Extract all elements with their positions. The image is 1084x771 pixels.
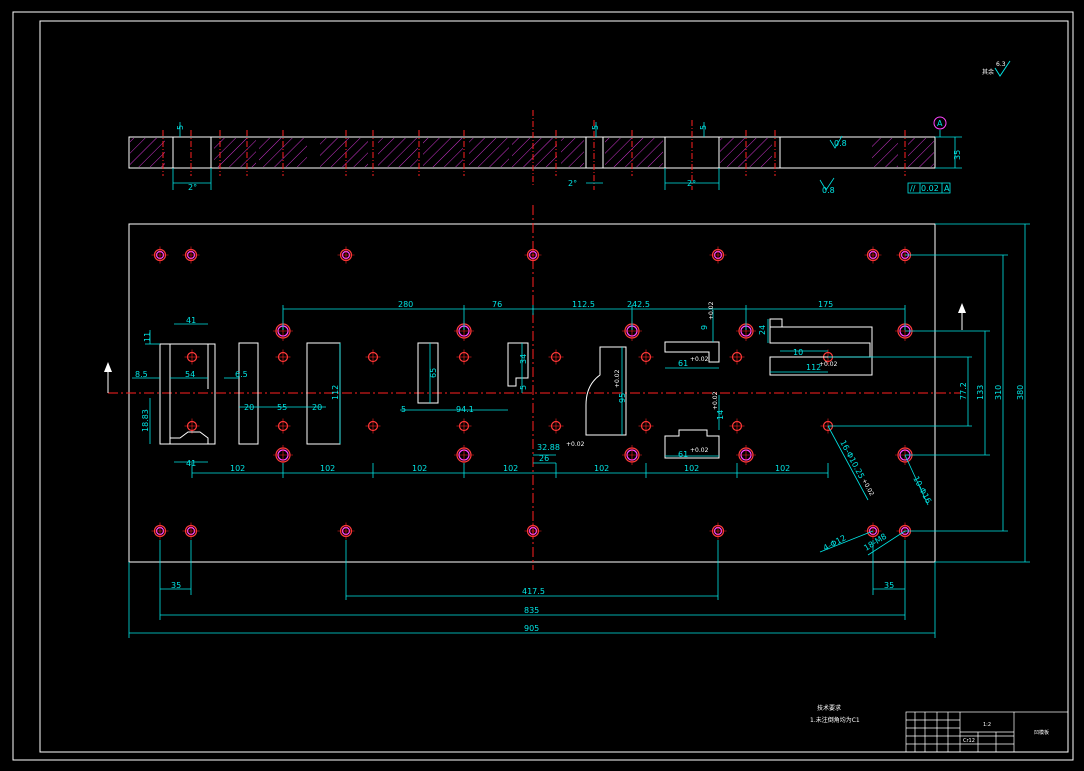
dim-835: 835 bbox=[524, 606, 539, 615]
tech-notes-title: 技术要求 bbox=[817, 704, 841, 712]
dim-2deg-a: 2° bbox=[188, 183, 197, 192]
dim-pitch-5: 102 bbox=[594, 464, 609, 473]
dim-pitch-3: 102 bbox=[412, 464, 427, 473]
title-block bbox=[905, 711, 1069, 753]
section-view: A 2° 2° 2° 5 5 5 35 // 0.02 A 0.8 0.8 bbox=[128, 110, 962, 195]
corner-finish-value: 6.3 bbox=[996, 61, 1006, 68]
surface-finish-top: 0.8 bbox=[834, 139, 847, 148]
parallel-symbol: // bbox=[910, 184, 916, 193]
dim-pitch-4: 102 bbox=[503, 464, 518, 473]
dim-5a: 5 bbox=[176, 125, 185, 130]
dim-94-1: 94.1 bbox=[456, 405, 474, 414]
dim-65: 65 bbox=[429, 368, 438, 378]
dim-14-tol: +0.02 bbox=[712, 391, 719, 410]
callout-4-holes: 4-Φ12 bbox=[822, 533, 848, 552]
inner-frame bbox=[39, 20, 1069, 753]
dim-11: 11 bbox=[143, 332, 152, 342]
dim-32-88: 32.88 bbox=[537, 443, 560, 452]
rest-finish-label: 其余 bbox=[982, 68, 994, 76]
dim-pitch-6: 102 bbox=[684, 464, 699, 473]
dim-35-left: 35 bbox=[171, 581, 181, 590]
dim-10: 10 bbox=[793, 348, 803, 357]
title-block-material: Cr12 bbox=[963, 738, 975, 744]
outer-frame bbox=[12, 11, 1074, 761]
dim-6-5: 6.5 bbox=[235, 370, 248, 379]
dim-905: 905 bbox=[524, 624, 539, 633]
dim-pitch-7: 102 bbox=[775, 464, 790, 473]
parallel-tolerance: 0.02 bbox=[921, 184, 939, 193]
dim-34: 34 bbox=[519, 354, 528, 364]
plan-view: 280 76 112.5 242.5 175 102 102 102 102 1… bbox=[104, 205, 1030, 638]
dim-8-5: 8.5 bbox=[135, 370, 148, 379]
dim-95-tol: +0.02 bbox=[614, 369, 621, 388]
dim-26: 26 bbox=[539, 454, 549, 463]
dim-61-a-tol: +0.02 bbox=[690, 356, 709, 363]
dim-2deg-c: 2° bbox=[687, 179, 696, 188]
dim-41-bottom: 41 bbox=[186, 459, 196, 468]
dim-pitch-1: 102 bbox=[230, 464, 245, 473]
dim-61-b-tol: +0.02 bbox=[690, 447, 709, 454]
dim-24: 24 bbox=[758, 325, 767, 335]
dim-20-b: 20 bbox=[312, 403, 322, 412]
callout-18-holes: 18-M8 bbox=[862, 532, 888, 553]
title-block-scale: 1:2 bbox=[983, 722, 991, 728]
dim-95: 95 bbox=[618, 393, 627, 403]
tech-notes: 技术要求 1.未注倒角均为C1 bbox=[810, 704, 860, 724]
dim-pitch-2: 102 bbox=[320, 464, 335, 473]
dim-2deg-b: 2° bbox=[568, 179, 577, 188]
dim-55: 55 bbox=[277, 403, 287, 412]
dim-32-88-tol: +0.02 bbox=[566, 441, 585, 448]
dim-77-2: 77.2 bbox=[959, 382, 968, 400]
dim-112-r-tol: +0.02 bbox=[819, 361, 838, 368]
dim-133: 133 bbox=[976, 385, 985, 400]
dim-380: 380 bbox=[1016, 385, 1025, 400]
callout-16-holes-tol: +0.02 bbox=[860, 478, 875, 498]
dim-9-tol: +0.02 bbox=[708, 301, 715, 320]
dim-5-small: 5 bbox=[401, 405, 406, 414]
dim-5c: 5 bbox=[699, 125, 708, 130]
dim-76: 76 bbox=[492, 300, 502, 309]
dim-14: 14 bbox=[716, 410, 725, 420]
tech-notes-line: 1.未注倒角均为C1 bbox=[810, 716, 860, 724]
title-block-name: 凹模板 bbox=[1034, 729, 1049, 736]
dim-18-83: 18.83 bbox=[141, 409, 150, 432]
datum-a-label: A bbox=[937, 119, 943, 128]
dim-61-b: 61 bbox=[678, 450, 688, 459]
dim-thickness: 35 bbox=[953, 150, 962, 160]
dim-61-a: 61 bbox=[678, 359, 688, 368]
dim-112-r: 112 bbox=[806, 363, 821, 372]
dim-417-5: 417.5 bbox=[522, 587, 545, 596]
surface-finish-bottom: 0.8 bbox=[822, 186, 835, 195]
dim-54: 54 bbox=[185, 370, 195, 379]
callout-10-holes: 10-Φ16 bbox=[911, 475, 933, 505]
dim-5-b: 5 bbox=[519, 385, 528, 390]
dim-175: 175 bbox=[818, 300, 833, 309]
dim-35-right: 35 bbox=[884, 581, 894, 590]
dim-112-v: 112 bbox=[331, 385, 340, 400]
dim-20-a: 20 bbox=[244, 403, 254, 412]
dim-310: 310 bbox=[994, 385, 1003, 400]
surface-finish-mark-corner: 其余 6.3 bbox=[982, 60, 1011, 77]
parallel-datum: A bbox=[944, 184, 950, 193]
callout-16-holes: 16-Φ10.25 bbox=[838, 439, 866, 481]
dim-242-5: 242.5 bbox=[627, 300, 650, 309]
dim-41-top: 41 bbox=[186, 316, 196, 325]
dim-9: 9 bbox=[700, 325, 709, 330]
dim-5b: 5 bbox=[591, 125, 600, 130]
dim-112-5: 112.5 bbox=[572, 300, 595, 309]
dim-280: 280 bbox=[398, 300, 413, 309]
